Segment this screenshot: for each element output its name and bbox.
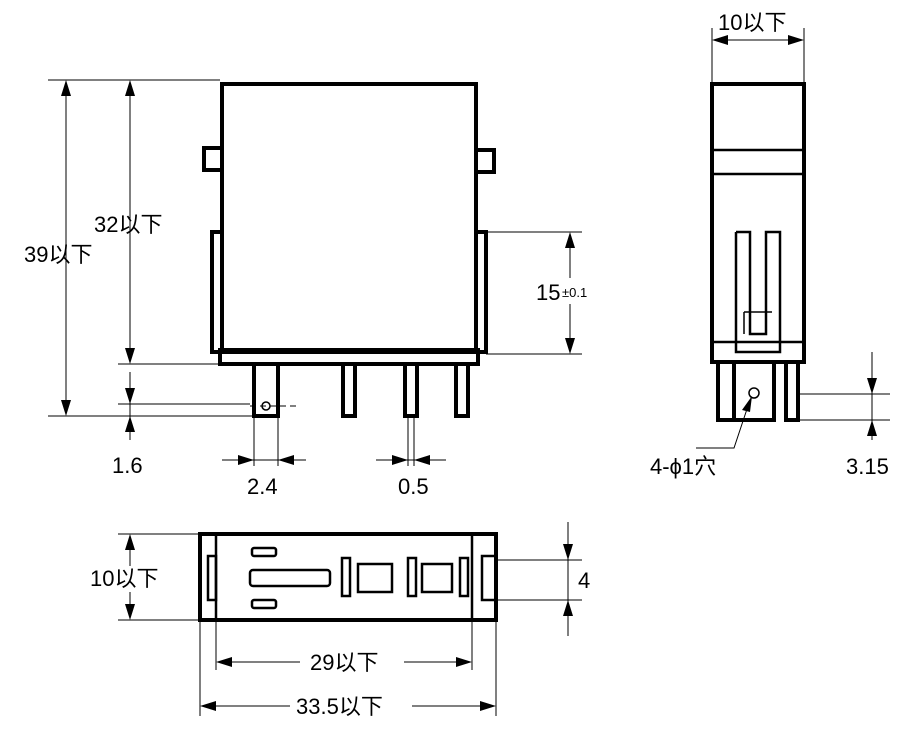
dim-hole-pos-label: 3.15 xyxy=(846,454,889,479)
dim-4-arrow-bottom xyxy=(563,600,573,616)
dim-315-arrow-bottom xyxy=(867,420,877,436)
pin-4 xyxy=(454,362,470,418)
pin-2 xyxy=(341,362,357,418)
bottom-right-tab xyxy=(480,554,498,602)
dim-bottom-10-label-bg xyxy=(88,566,172,592)
bottom-window-1 xyxy=(356,562,394,594)
wide-pin xyxy=(252,362,280,418)
bottom-pad-bottom xyxy=(250,598,278,610)
side-body xyxy=(710,82,806,364)
dim-4-arrow-top xyxy=(563,544,573,560)
dim-29-label-bg xyxy=(300,650,404,676)
dim-0-5-arrow-right xyxy=(414,455,430,465)
dim-length-label: 33.5以下 xyxy=(296,694,383,719)
dim-15-label-bg xyxy=(532,278,606,304)
side-view: 10以下 3.15 4-ϕ1穴 xyxy=(650,10,890,479)
dim-29-arrow-left xyxy=(216,657,232,667)
dim-0-5-arrow-left xyxy=(392,455,408,465)
dim-pin-offset-label: 1.6 xyxy=(112,453,143,478)
side-pin-hole xyxy=(748,387,760,399)
dim-pin-width-label: 2.4 xyxy=(247,474,278,499)
side-slot xyxy=(734,230,782,354)
dim-pin-thickness-label: 0.5 xyxy=(398,474,429,499)
left-lug xyxy=(202,146,224,172)
dim-hole-label: 4-ϕ1穴 xyxy=(650,454,716,479)
bottom-left-tab xyxy=(206,554,218,602)
bottom-view: 10以下 4 29以下 33.5以下 xyxy=(88,522,590,720)
bottom-pin-slot-3 xyxy=(458,556,470,598)
dim-bottom-10-arrow-bottom xyxy=(125,604,135,620)
bottom-pin-slot-2 xyxy=(406,556,418,598)
dim-335-label-bg xyxy=(290,694,412,720)
relay-body xyxy=(220,82,478,354)
bottom-pad-long xyxy=(248,568,332,588)
bottom-window-2 xyxy=(420,562,454,594)
bottom-pin-slot-1 xyxy=(340,556,352,598)
dim-side-width-label: 10以下 xyxy=(718,10,786,35)
dim-39-arrow-top xyxy=(61,80,71,96)
dim-side-10-arrow-right xyxy=(788,35,804,45)
dim-39-arrow-bottom xyxy=(61,400,71,416)
dim-pin-span-label: 29以下 xyxy=(310,650,378,675)
dim-32-arrow-top xyxy=(125,80,135,96)
side-pin-left xyxy=(716,360,736,422)
dim-total-height-label: 39以下 xyxy=(24,242,92,267)
dim-slot-height-label: 15 xyxy=(536,280,560,305)
right-flange xyxy=(476,230,488,354)
pin-3 xyxy=(403,362,419,418)
side-pin-center xyxy=(732,360,776,422)
left-flange xyxy=(210,230,222,354)
dim-1-6-arrow-bottom xyxy=(125,416,135,432)
dim-bottom-height-label: 10以下 xyxy=(90,566,158,591)
dim-15-arrow-bottom xyxy=(565,338,575,354)
hole-leader-arrow xyxy=(742,396,752,412)
dim-2-4-arrow-right xyxy=(278,455,294,465)
bottom-pad-top xyxy=(250,546,278,558)
right-lug xyxy=(474,148,496,174)
hole-leader xyxy=(696,399,751,449)
dim-1-6-arrow-top xyxy=(125,388,135,404)
dim-side-10-arrow-left xyxy=(712,35,728,45)
dim-slot-label: 4 xyxy=(578,568,590,593)
dim-335-arrow-right xyxy=(480,701,496,711)
dim-body-height-label: 32以下 xyxy=(94,212,162,237)
dim-2-4-arrow-left xyxy=(238,455,254,465)
dim-335-arrow-left xyxy=(200,701,216,711)
dim-29-arrow-right xyxy=(456,657,472,667)
dim-15-arrow-top xyxy=(565,232,575,248)
dim-32-arrow-bottom xyxy=(125,348,135,364)
dim-slot-tolerance-label: ±0.1 xyxy=(562,285,587,300)
side-pin-right xyxy=(784,360,800,422)
dim-bottom-10-arrow-top xyxy=(125,534,135,550)
dim-315-arrow-top xyxy=(867,378,877,394)
front-view: 39以下 32以下 1.6 15 ±0.1 2.4 0.5 xyxy=(24,79,606,499)
